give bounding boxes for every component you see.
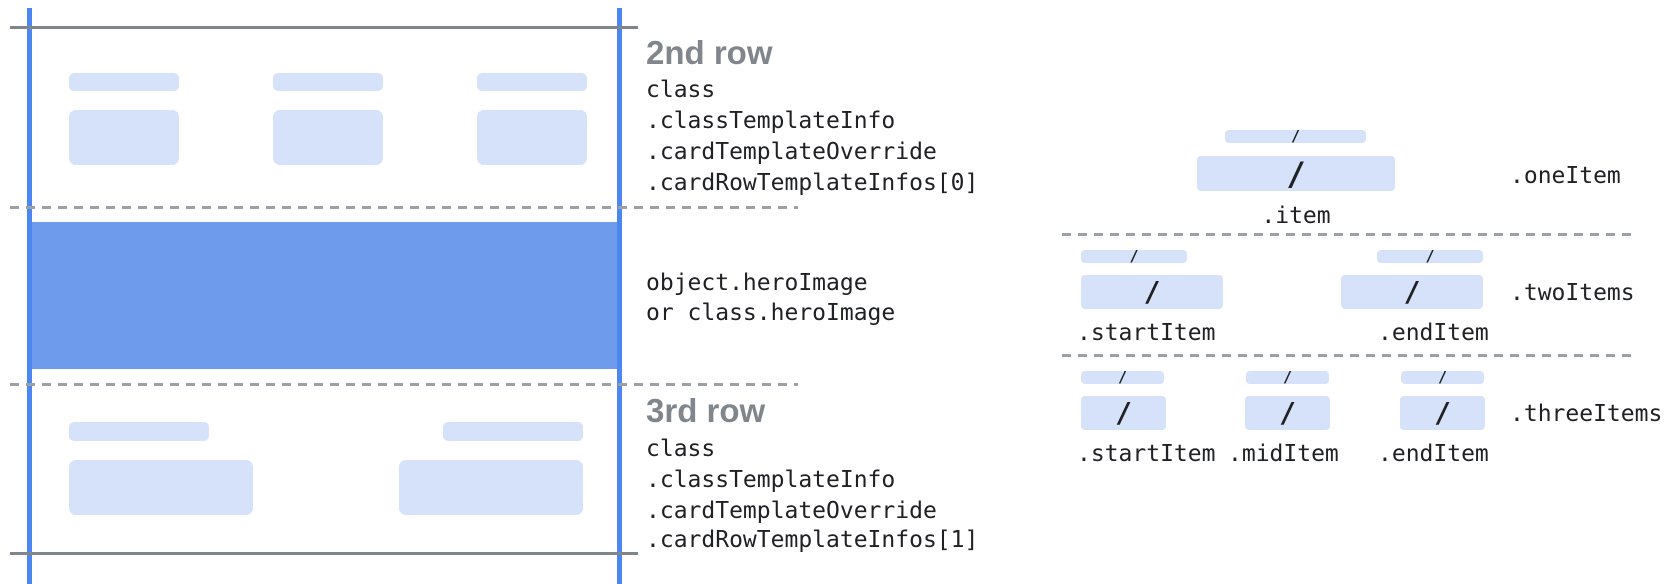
one-item-field-label: .item	[1261, 203, 1331, 229]
two-items-start-body-bar: /	[1081, 275, 1223, 309]
row-divider-dashed-top	[10, 206, 798, 209]
slash-glyph: /	[1143, 275, 1161, 308]
one-item-header-bar: /	[1225, 127, 1366, 145]
two-items-start-header-bar: /	[1081, 247, 1187, 265]
second-row-code-line-1: class	[646, 77, 716, 103]
slash-glyph: /	[1290, 127, 1301, 145]
slash-glyph: /	[1129, 247, 1139, 265]
three-items-mid-header-bar: /	[1246, 368, 1329, 386]
variant-divider-dashed-2	[1062, 354, 1638, 357]
hero-image-code-line-1: object.heroImage	[646, 270, 868, 296]
two-items-end-header-bar: /	[1377, 247, 1483, 265]
three-items-end-header-bar: /	[1401, 368, 1484, 386]
one-item-body-bar: /	[1197, 156, 1395, 191]
slash-glyph: /	[1425, 247, 1435, 265]
three-items-start-body-bar: /	[1081, 396, 1166, 430]
card-top-border-line	[10, 26, 638, 29]
row2-col3-label-placeholder	[477, 73, 587, 91]
two-items-start-label: .startItem	[1077, 320, 1216, 346]
third-row-code-line-3: .cardTemplateOverride	[646, 498, 937, 524]
row3-start-label-placeholder	[69, 422, 209, 441]
slash-glyph: /	[1403, 275, 1421, 308]
slash-glyph: /	[1434, 396, 1451, 429]
row3-end-label-placeholder	[443, 422, 583, 441]
three-items-start-label: .startItem	[1077, 441, 1216, 467]
card-right-guide-line	[617, 8, 622, 584]
third-row-code-line-2: .classTemplateInfo	[646, 467, 896, 493]
card-left-guide-line	[27, 8, 32, 584]
two-items-end-label: .endItem	[1378, 320, 1489, 346]
second-row-code-line-2: .classTemplateInfo	[646, 108, 896, 134]
hero-image-code-line-2: or class.heroImage	[646, 300, 896, 326]
slash-glyph: /	[1286, 154, 1306, 193]
slash-glyph: /	[1282, 368, 1293, 386]
three-items-end-body-bar: /	[1400, 396, 1485, 430]
row2-col2-value-placeholder	[273, 110, 383, 165]
row2-col3-value-placeholder	[477, 110, 587, 165]
third-row-heading: 3rd row	[646, 392, 766, 429]
three-items-end-label: .endItem	[1378, 441, 1489, 467]
three-items-side-label: .threeItems	[1510, 401, 1663, 427]
hero-image-band	[32, 222, 617, 369]
one-item-side-label: .oneItem	[1510, 163, 1621, 189]
row3-end-value-placeholder	[399, 460, 583, 515]
row2-col2-label-placeholder	[273, 73, 383, 91]
row2-col1-label-placeholder	[69, 73, 179, 91]
variant-divider-dashed-1	[1062, 233, 1638, 236]
row2-col1-value-placeholder	[69, 110, 179, 165]
card-bottom-border-line	[10, 552, 638, 555]
row3-start-value-placeholder	[69, 460, 253, 515]
slash-glyph: /	[1117, 368, 1128, 386]
slash-glyph: /	[1437, 368, 1448, 386]
second-row-code-line-3: .cardTemplateOverride	[646, 139, 937, 165]
two-items-side-label: .twoItems	[1510, 280, 1635, 306]
second-row-heading: 2nd row	[646, 34, 773, 71]
slash-glyph: /	[1279, 396, 1296, 429]
three-items-mid-body-bar: /	[1245, 396, 1330, 430]
third-row-code-line-4: .cardRowTemplateInfos[1]	[646, 527, 979, 553]
two-items-end-body-bar: /	[1341, 275, 1483, 309]
slash-glyph: /	[1115, 396, 1132, 429]
three-items-mid-label: .midItem	[1228, 441, 1339, 467]
second-row-code-line-4: .cardRowTemplateInfos[0]	[646, 170, 979, 196]
three-items-start-header-bar: /	[1081, 368, 1164, 386]
third-row-code-line-1: class	[646, 436, 716, 462]
row-divider-dashed-bottom	[10, 383, 798, 386]
